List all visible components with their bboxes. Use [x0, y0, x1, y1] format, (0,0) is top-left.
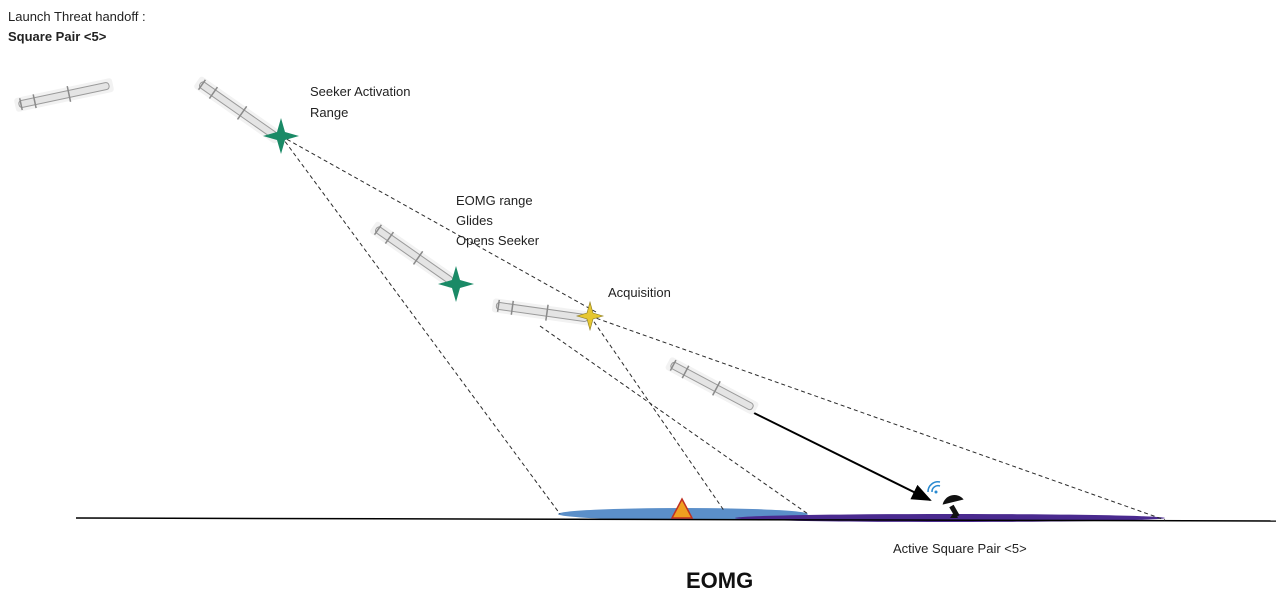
- star-icon: [438, 266, 474, 302]
- missile-icon: [663, 354, 761, 418]
- star-icon: [575, 300, 605, 332]
- sight-lines: [280, 135, 1166, 521]
- missile-icon: [12, 76, 116, 114]
- ground-line: [75, 517, 1276, 522]
- warning-triangle-icon: [670, 497, 694, 519]
- eomg-label-line1: EOMG range: [456, 193, 533, 208]
- seeker-label-line1: Seeker Activation: [310, 84, 410, 99]
- seeker-label-line2: Range: [310, 105, 348, 120]
- engagement-arrow: [751, 411, 932, 501]
- active-pair-label: Active Square Pair <5>: [893, 541, 1027, 556]
- eomg-label-line3: Opens Seeker: [456, 233, 540, 248]
- missile-icon: [367, 219, 461, 291]
- diagram-title: EOMG: [686, 568, 753, 592]
- star-icon: [263, 118, 299, 154]
- wifi-signal-icon: [927, 481, 941, 494]
- radar-dish-icon: [942, 495, 964, 518]
- launch-label-line2: Square Pair <5>: [8, 29, 107, 44]
- launch-label-line1: Launch Threat handoff :: [8, 9, 146, 24]
- eomg-label-line2: Glides: [456, 213, 493, 228]
- acquisition-label: Acquisition: [608, 285, 671, 300]
